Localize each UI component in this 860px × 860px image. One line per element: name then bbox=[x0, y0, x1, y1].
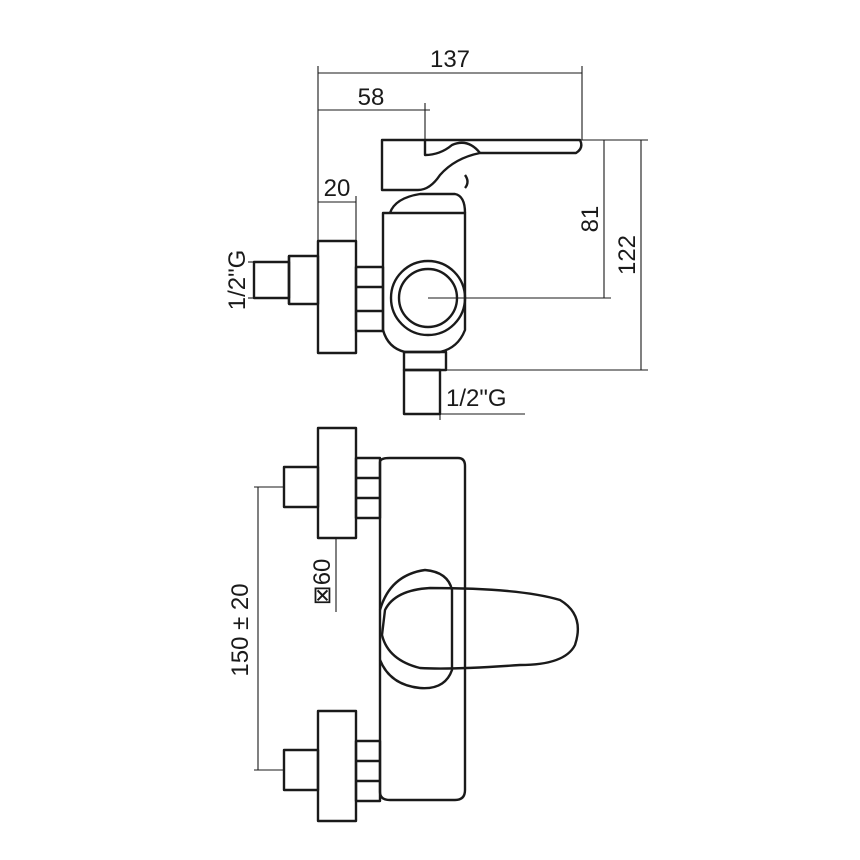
front-lever bbox=[380, 586, 580, 670]
outlet-thread-label: 1/2"G bbox=[446, 385, 507, 412]
front-dimensions bbox=[254, 486, 337, 771]
upper-nut bbox=[354, 456, 382, 520]
body-neck bbox=[388, 192, 467, 214]
front-lever-base bbox=[378, 568, 454, 690]
lower-nut bbox=[354, 739, 382, 803]
wall-flange bbox=[316, 239, 358, 355]
hex-nut bbox=[354, 265, 385, 333]
lower-inlet-pipe bbox=[282, 748, 320, 792]
lever-grip-detail bbox=[463, 174, 469, 189]
front-body bbox=[378, 456, 467, 802]
outlet-pipe bbox=[402, 368, 442, 416]
side-view: 137 58 20 81 122 1/2"G 1/2"G bbox=[224, 46, 648, 420]
dim-flange-square: ⊠60 bbox=[309, 559, 336, 606]
dim-center-distance: 150 ± 20 bbox=[227, 583, 254, 676]
upper-flange bbox=[316, 426, 358, 540]
dim-overall-height: 122 bbox=[614, 235, 641, 275]
inlet-pipe bbox=[252, 260, 291, 300]
lower-flange bbox=[316, 709, 358, 823]
dim-lever-height: 81 bbox=[577, 206, 604, 233]
dim-overall-width: 137 bbox=[430, 46, 470, 73]
upper-inlet-pipe bbox=[282, 465, 320, 509]
front-view: 150 ± 20 ⊠60 bbox=[227, 426, 580, 823]
lever-grip-curve bbox=[423, 140, 481, 157]
side-dimensions bbox=[248, 66, 648, 420]
inlet-thread-label: 1/2"G bbox=[224, 250, 251, 311]
outlet-connector bbox=[402, 350, 448, 372]
dim-flange-depth: 20 bbox=[324, 175, 351, 202]
dim-body-offset: 58 bbox=[358, 84, 385, 111]
lever-handle bbox=[380, 138, 583, 192]
inlet-pipe-collar bbox=[287, 254, 320, 306]
